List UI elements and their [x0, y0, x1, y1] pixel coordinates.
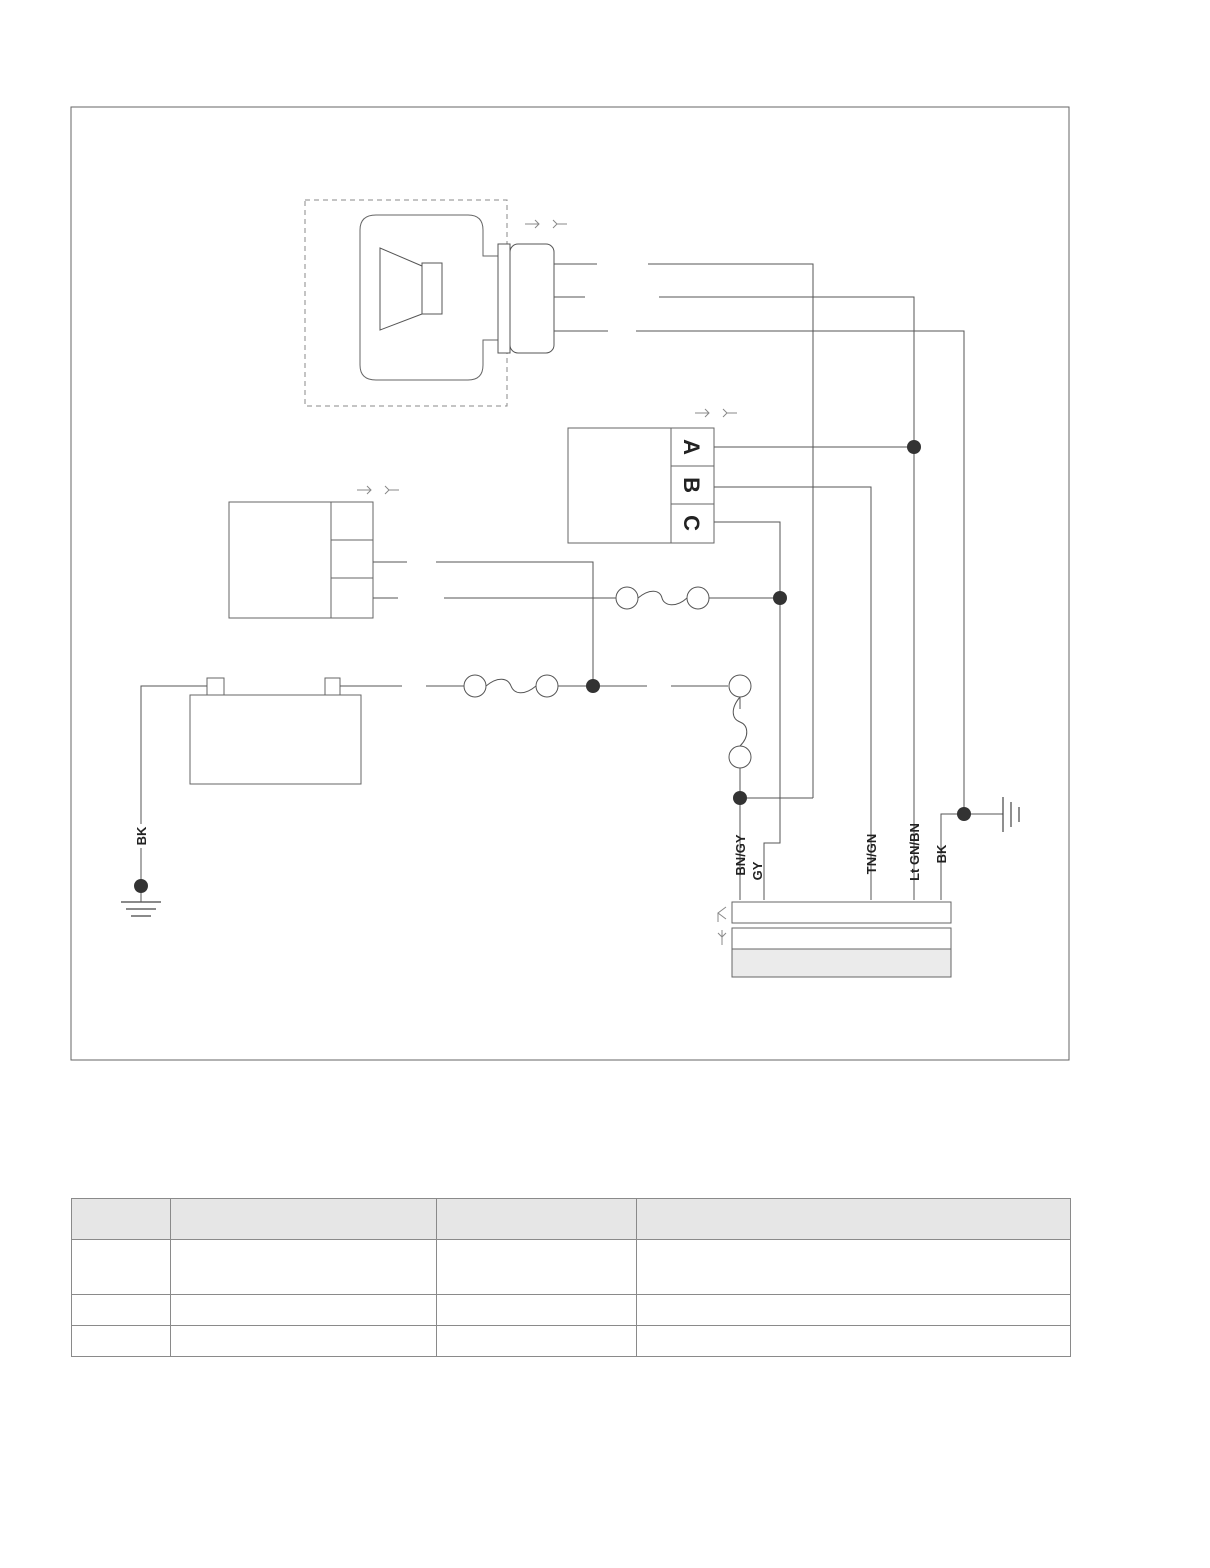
table-cell [71, 1325, 171, 1357]
fuse-3-icon [728, 674, 752, 769]
splice-dot [907, 440, 921, 454]
table-header-cell [436, 1198, 637, 1240]
table-row [71, 1239, 1071, 1295]
table-header-cell [170, 1198, 437, 1240]
relay-body [228, 501, 332, 619]
battery-terminal-positive [324, 677, 341, 696]
table-header-cell [71, 1198, 171, 1240]
horn-wires [554, 263, 965, 900]
table-header-row [71, 1198, 1071, 1240]
battery [189, 677, 362, 785]
fuse-2-icon [463, 674, 559, 698]
wire-label-bk-left: BK [134, 826, 149, 845]
horn-connector [509, 243, 555, 354]
horn-assembly [304, 199, 567, 407]
abc-module: A B C [567, 408, 737, 544]
wire-label-bk: BK [934, 844, 949, 863]
ground-right-icon [1002, 797, 1020, 832]
table-cell [436, 1294, 637, 1326]
relay-wires [373, 561, 780, 686]
relay-pin-strip [330, 501, 374, 619]
abc-wires [714, 446, 914, 900]
fuse-1-icon [615, 586, 710, 610]
main-connector [717, 901, 952, 978]
table-header-cell [636, 1198, 1071, 1240]
table-cell [170, 1325, 437, 1357]
relay-module [228, 485, 399, 619]
table-cell [71, 1239, 171, 1295]
splice-dot [957, 807, 971, 821]
ground-wires [940, 813, 1003, 900]
table-cell [636, 1294, 1071, 1326]
diagram-frame [70, 106, 1070, 1061]
connector-direction-icon [695, 408, 737, 418]
table-row [71, 1325, 1071, 1357]
pin-a-label: A [679, 439, 704, 455]
connector-direction-icon [525, 219, 567, 229]
table-cell [170, 1239, 437, 1295]
table-cell [170, 1294, 437, 1326]
wire-label-tn-gn: TN/GN [864, 834, 879, 874]
table-cell [71, 1294, 171, 1326]
splice-points [134, 440, 971, 893]
abc-module-body [567, 427, 672, 544]
table-cell [436, 1239, 637, 1295]
splice-dot [773, 591, 787, 605]
main-connector-body-bottom [731, 948, 952, 978]
splice-dot [733, 791, 747, 805]
battery-terminal-negative [206, 677, 225, 696]
pin-b-label: B [679, 477, 704, 493]
splice-dot [586, 679, 600, 693]
horn-plug-flange [497, 243, 511, 354]
connector-direction-icon [717, 906, 727, 945]
wiring-diagram: A B C [70, 106, 1070, 1061]
table-cell [436, 1325, 637, 1357]
splice-dot [134, 879, 148, 893]
spec-table [71, 1198, 1071, 1357]
table-row [71, 1294, 1071, 1326]
ground-left-icon [121, 901, 161, 917]
abc-pin-strip [670, 427, 715, 544]
horn-dashed-outline [304, 199, 508, 407]
connector-direction-icon [357, 485, 399, 495]
battery-body [189, 694, 362, 785]
table-cell [636, 1325, 1071, 1357]
speaker-magnet [421, 262, 443, 315]
main-connector-header [731, 901, 952, 924]
main-connector-body-top [731, 927, 952, 950]
table-cell [636, 1239, 1071, 1295]
wire-label-lt-gn-bn: Lt GN/BN [907, 823, 922, 881]
pin-c-label: C [679, 515, 704, 531]
wire-label-gy: GY [750, 861, 765, 880]
wire-label-bn-gy: BN/GY [733, 834, 748, 876]
